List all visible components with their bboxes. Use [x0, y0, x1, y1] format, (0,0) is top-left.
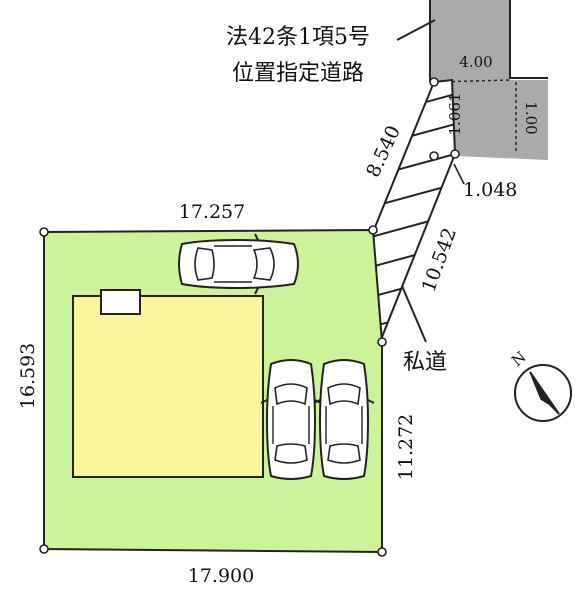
road-segment-b-label: 1.00	[522, 101, 540, 134]
lot-left-dimension: 16.593	[17, 343, 39, 409]
house-footprint	[72, 295, 264, 478]
road-upper-area	[430, 0, 510, 82]
road-designation-label: 位置指定道路	[232, 61, 364, 86]
compass-north-mark: N	[508, 348, 530, 370]
private-road-label-leader	[401, 285, 427, 343]
lot-right-dimension: 11.272	[395, 414, 417, 480]
designated-road	[429, 0, 548, 160]
car-parked-right	[313, 359, 375, 480]
lot-bottom-dimension: 17.900	[188, 565, 254, 587]
private-road-label: 私道	[403, 350, 447, 375]
road-label-leader	[396, 19, 436, 41]
private-road-end-width: 1.048	[463, 179, 517, 201]
corner-marker	[377, 547, 387, 557]
private-road-right-dimension: 10.542	[418, 225, 461, 295]
road-segment-a-label: 1.061	[446, 93, 464, 136]
corner-marker	[39, 544, 49, 554]
corner-marker	[429, 77, 439, 87]
car-parked-top	[178, 233, 299, 295]
corner-marker	[450, 149, 460, 159]
end-width-leader	[453, 163, 465, 185]
car-parked-left	[260, 359, 322, 480]
corner-marker	[429, 151, 439, 161]
north-compass: N	[508, 348, 572, 422]
house-annex	[100, 289, 141, 315]
corner-marker	[39, 227, 49, 237]
lot-top-dimension: 17.257	[179, 201, 245, 223]
corner-marker	[368, 225, 378, 235]
road-lower-area	[434, 80, 548, 160]
road-edge-right	[509, 0, 548, 79]
corner-markers	[39, 77, 460, 557]
road-width-label: 4.00	[459, 53, 492, 71]
corner-marker	[377, 337, 387, 347]
road-type-label: 法42条1項5号	[226, 25, 370, 50]
private-road-strip	[371, 78, 457, 343]
